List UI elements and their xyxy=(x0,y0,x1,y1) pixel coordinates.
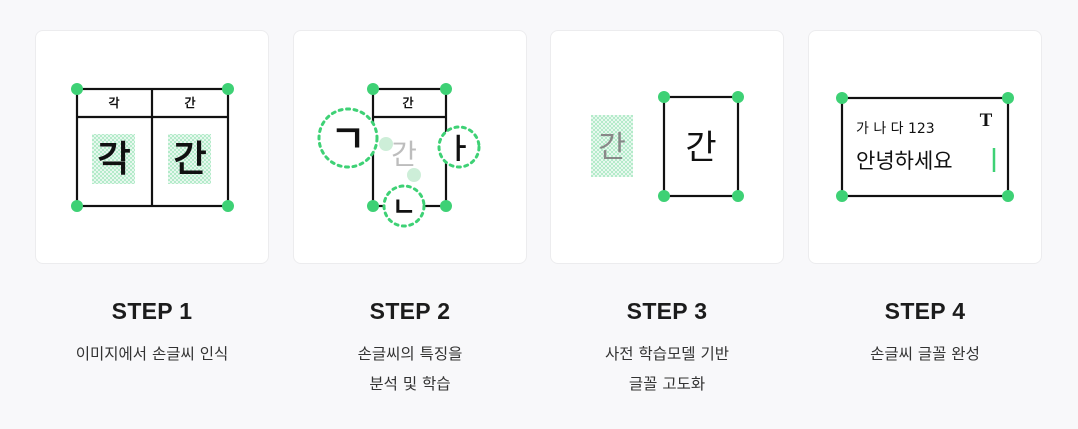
corner-handle xyxy=(658,190,670,202)
text-tool-icon: T xyxy=(980,110,993,131)
part-highlight-circle xyxy=(317,107,379,169)
corner-handle xyxy=(732,190,744,202)
step-1-glyph-left: 각 xyxy=(97,139,130,180)
step-2-desc-line: 분석 및 학습 xyxy=(369,375,451,393)
part-highlight-circle xyxy=(382,184,426,228)
step-3-desc-line: 사전 학습모델 기반 xyxy=(605,345,729,363)
part-highlight-circle xyxy=(437,125,481,169)
step-2-part-1: ㄱ xyxy=(331,117,366,161)
step-4: 가 나 다 123 안녕하세요 T STEP 4 손글씨 글꼴 완성 xyxy=(808,30,1042,369)
corner-handle xyxy=(440,200,452,212)
corner-handle xyxy=(71,200,83,212)
step-2: 간 간 ㄱ ㅏ ㄴ STEP 2 손글씨의 특징을 분석 및 학습 xyxy=(293,30,527,399)
corner-handle xyxy=(1002,92,1014,104)
corner-handle xyxy=(732,91,744,103)
corner-handle xyxy=(222,200,234,212)
step-3-glyph-source: 간 xyxy=(598,130,626,165)
handwriting-recognition-illustration: 각 간 각 간 xyxy=(71,83,234,212)
step-1-glyph-right: 간 xyxy=(173,139,206,180)
corner-handle xyxy=(71,83,83,95)
step-3-glyph-refined: 간 xyxy=(685,128,716,168)
corner-handle xyxy=(367,200,379,212)
step-1-title: STEP 1 xyxy=(111,298,193,324)
step-3-card: 간 간 xyxy=(550,30,784,264)
step-4-sample-line-1: 가 나 다 123 xyxy=(856,121,935,137)
step-4-desc-line: 손글씨 글꼴 완성 xyxy=(870,345,980,363)
step-1: 각 간 각 간 STEP 1 이미지에서 손글씨 인식 xyxy=(35,30,269,369)
step-2-part-3: ㄴ xyxy=(392,193,416,223)
step-3: 간 간 STEP 3 사전 학습모델 기반 글꼴 고도화 xyxy=(550,30,784,399)
step-3-description: 사전 학습모델 기반 글꼴 고도화 xyxy=(550,339,784,399)
step-3-desc-line: 글꼴 고도화 xyxy=(628,375,706,393)
step-2-description: 손글씨의 특징을 분석 및 학습 xyxy=(293,339,527,399)
step-3-title: STEP 3 xyxy=(626,298,708,324)
step-4-card: 가 나 다 123 안녕하세요 T xyxy=(808,30,1042,264)
step-4-title: STEP 4 xyxy=(884,298,966,324)
step-2-card: 간 간 ㄱ ㅏ ㄴ xyxy=(293,30,527,264)
step-1-label-left: 각 xyxy=(108,95,119,110)
step-1-description: 이미지에서 손글씨 인식 xyxy=(35,339,269,369)
corner-handle xyxy=(658,91,670,103)
step-2-title: STEP 2 xyxy=(369,298,451,324)
corner-handle xyxy=(367,83,379,95)
step-2-part-2: ㅏ xyxy=(446,132,472,165)
feature-analysis-illustration: 간 간 ㄱ ㅏ ㄴ xyxy=(317,83,481,228)
step-1-label-right: 간 xyxy=(184,95,195,110)
step-1-desc-line: 이미지에서 손글씨 인식 xyxy=(75,345,229,363)
corner-handle xyxy=(222,83,234,95)
step-2-glyph-faded: 간 xyxy=(391,138,417,171)
step-4-description: 손글씨 글꼴 완성 xyxy=(808,339,1042,369)
step-4-sample-line-2: 안녕하세요 xyxy=(856,149,953,173)
corner-handle xyxy=(440,83,452,95)
step-1-card: 각 간 각 간 xyxy=(35,30,269,264)
step-2-label-top: 간 xyxy=(402,95,413,110)
step-2-desc-line: 손글씨의 특징을 xyxy=(357,345,463,363)
font-complete-illustration: 가 나 다 123 안녕하세요 T xyxy=(836,92,1014,202)
corner-handle xyxy=(1002,190,1014,202)
model-refinement-illustration: 간 간 xyxy=(591,91,744,202)
corner-handle xyxy=(836,190,848,202)
corner-handle xyxy=(836,92,848,104)
